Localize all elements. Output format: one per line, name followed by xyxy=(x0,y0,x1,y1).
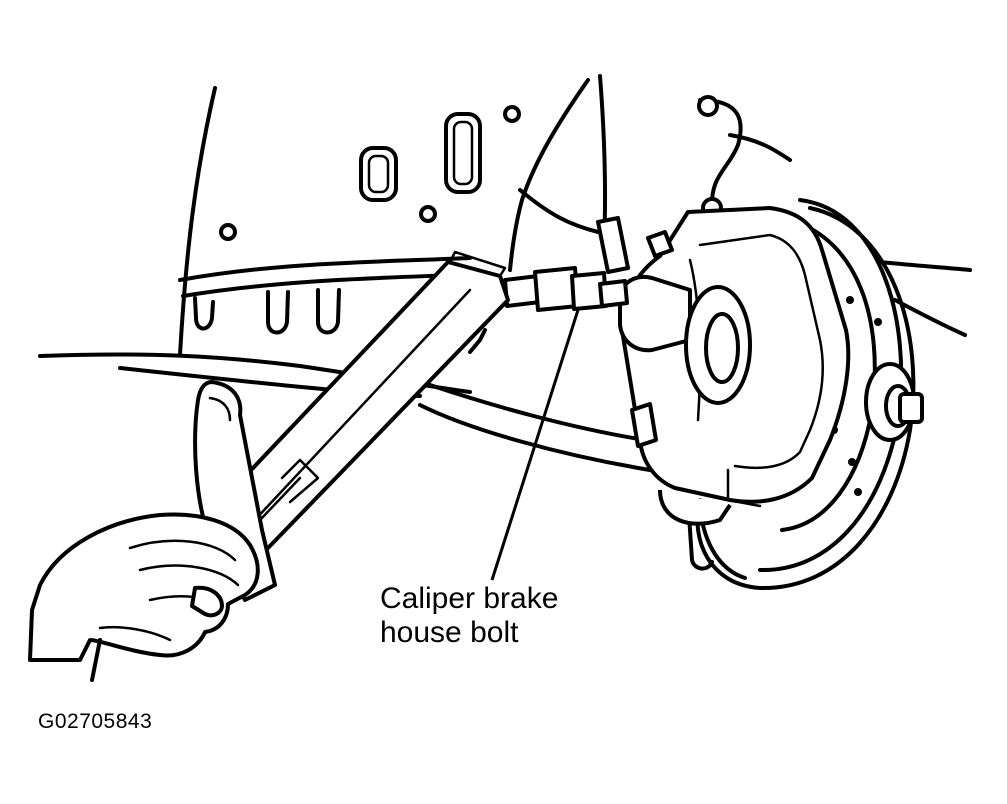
hand xyxy=(28,512,260,682)
brake-rotor xyxy=(686,198,924,591)
socket-extension xyxy=(503,266,629,312)
caliper xyxy=(618,206,851,526)
wrench xyxy=(216,250,510,550)
callout-line-1: Caliper brake xyxy=(380,582,559,615)
brake-hose xyxy=(596,95,792,274)
callout-label: Caliper brake house bolt xyxy=(380,582,558,650)
figure-code: G02705843 xyxy=(38,710,153,733)
body-panel xyxy=(38,74,972,472)
callout-line-2: house bolt xyxy=(380,616,519,649)
panel-holes xyxy=(219,105,521,241)
callout-leader xyxy=(490,309,580,581)
